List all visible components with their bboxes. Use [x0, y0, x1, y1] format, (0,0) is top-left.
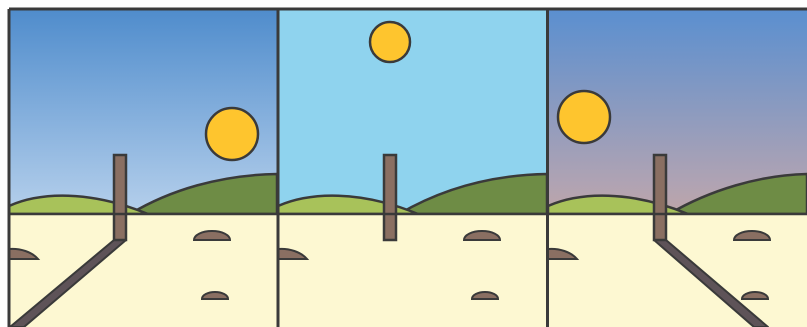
- sun-icon: [370, 22, 410, 62]
- panel-morning: [9, 9, 277, 327]
- post: [384, 155, 396, 240]
- panel-evening: [548, 9, 807, 327]
- post: [654, 155, 666, 240]
- rock: [202, 292, 228, 299]
- rock: [742, 292, 768, 299]
- sun-icon: [206, 108, 258, 160]
- rock: [472, 292, 498, 299]
- ground: [548, 214, 807, 327]
- ground: [278, 214, 547, 327]
- ground: [9, 214, 277, 327]
- panel-noon: [278, 9, 547, 327]
- post: [114, 155, 126, 240]
- sun-icon: [558, 91, 610, 143]
